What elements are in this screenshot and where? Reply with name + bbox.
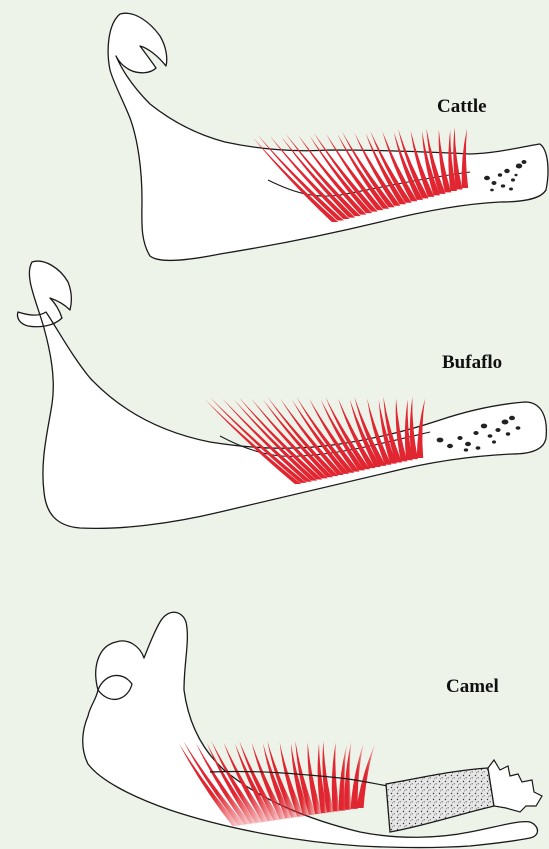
foramen-dot [516,426,521,430]
foramen-dot [457,436,462,440]
muscle-fiber [356,744,375,809]
foramen-dot [514,174,517,177]
foramen-dot [509,416,515,420]
foramen-dot [484,176,490,180]
foramen-dot [516,164,522,169]
foramen-dot [476,446,481,450]
foramen-dot [464,448,468,451]
foramen-dot [447,444,453,448]
foramen-dot [437,438,444,443]
cattle-label: Cattle [437,96,487,118]
camel-teeth-tip [488,760,542,812]
buffalo-label: Bufaflo [442,352,502,374]
foramen-dot [522,160,527,164]
foramen-dot [492,440,496,443]
foramen-dot [501,184,505,187]
foramen-dot [492,181,497,185]
foramen-dot [473,431,478,435]
foramen-dot [502,420,509,425]
foramen-dot [511,178,515,181]
cattle-mandible [108,13,548,260]
foramen-dot [490,189,494,192]
foramen-dot [506,432,510,435]
camel-mandible [83,612,542,847]
camel-label: Camel [446,676,499,698]
camel-incisive-block [386,768,494,832]
buffalo-mandible [17,261,546,528]
buffalo-jaw-outline [17,261,546,528]
foramen-dot [495,428,500,432]
foramen-dot [481,424,487,429]
foramen-dot [498,173,502,177]
foramen-dot [488,434,493,438]
foramen-dot [504,169,510,173]
foramen-dot [509,188,513,191]
foramen-dot [465,442,471,446]
